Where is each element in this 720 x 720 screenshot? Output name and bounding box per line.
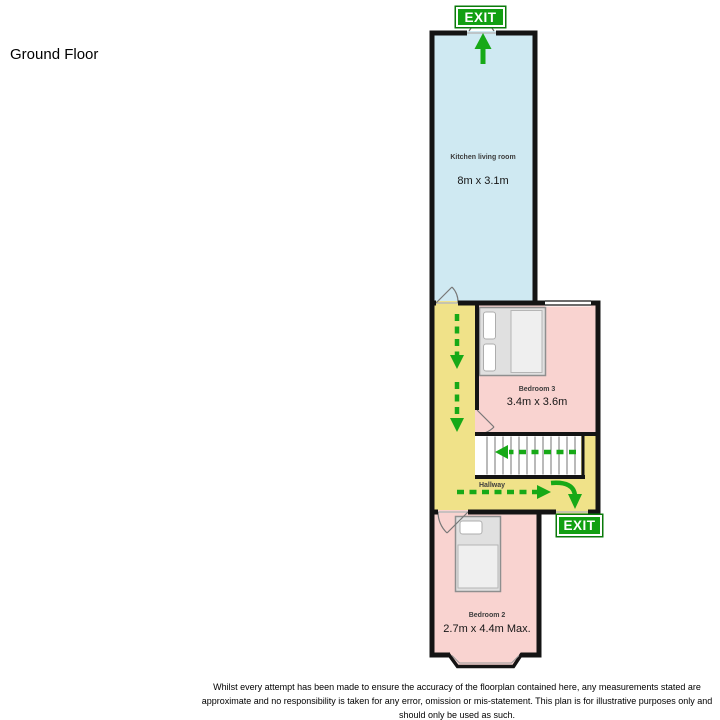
bedroom2-door-arc [437,511,448,534]
route-arrow-down-1 [450,314,464,369]
route-arrow-right [457,485,551,499]
bedroom3-dims: 3.4m x 3.6m [506,396,568,408]
door-arcs [435,286,495,534]
bedroom3-label: Bedroom 3 [518,386,556,393]
disclaimer-line: Whilst every attempt has been made to en… [213,682,701,692]
walls [429,30,601,658]
door-thresholds [436,32,588,513]
interior-walls [475,303,598,479]
bed-icon-bedroom3 [478,306,547,377]
hallway-label: Hallway [478,482,506,489]
bed-icon-bedroom2 [454,515,502,593]
bedroom2-door-leaf [446,511,469,534]
page-title: Ground Floor [10,46,99,63]
bedroom3-door-leaf [476,409,495,428]
route-arrow-exit-curve [550,480,582,509]
bedroom2-label: Bedroom 2 [468,612,506,619]
disclaimer-line: should only be used as such. [398,710,516,720]
exit-sign-top: EXIT [456,7,505,27]
kitchen-door-leaf [435,286,453,304]
bay-window [446,652,524,669]
hallway-vertical [430,301,479,514]
stairwell [475,432,585,479]
window [545,299,591,307]
kitchen-room [430,31,537,305]
route-arrow-stairs-left [495,445,576,459]
hallway-stair-side [581,432,600,479]
bay-window-fill [448,655,522,667]
disclaimer-line: approximate and no responsibility is tak… [201,696,713,706]
disclaimer: Whilst every attempt has been made to en… [157,680,720,720]
exit-arrow-up [474,33,492,64]
route-arrow-down-2 [450,382,464,432]
kitchen-dims: 8m x 3.1m [457,175,509,187]
exit-sign-side: EXIT [557,515,602,536]
kitchen-label: Kitchen living room [450,154,516,161]
bedroom2-dims: 2.7m x 4.4m Max. [443,623,531,635]
stairs-treads [486,436,576,475]
